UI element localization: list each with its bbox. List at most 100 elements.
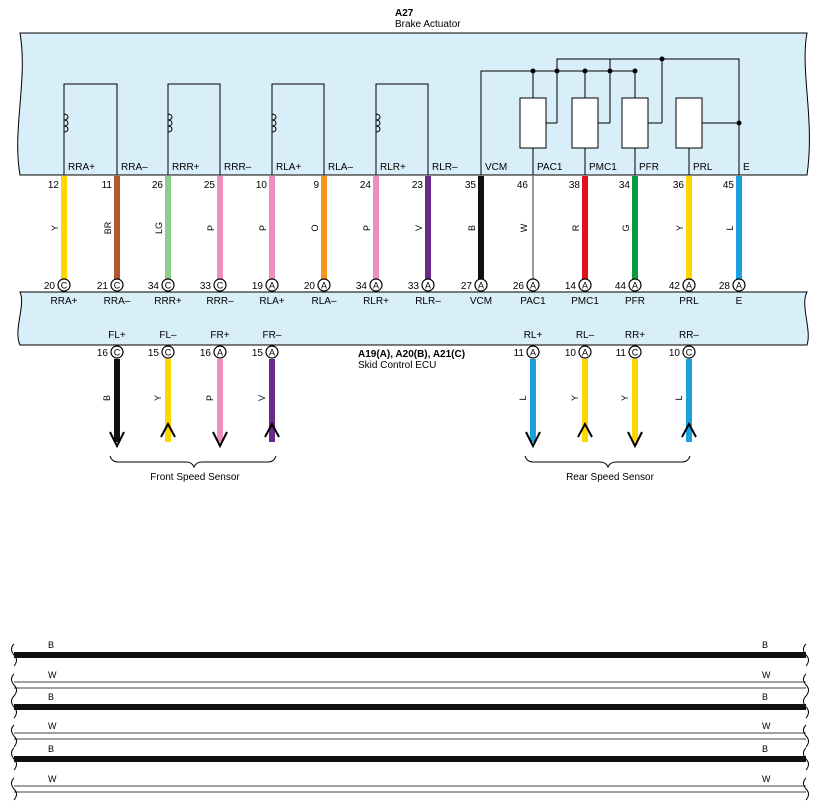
top-pin-number: 46 xyxy=(517,180,529,191)
connector-circle xyxy=(682,345,696,359)
connector-letter: A xyxy=(321,281,327,291)
connector-circle xyxy=(369,278,383,292)
ecu-terminal-label: PAC1 xyxy=(520,296,546,307)
connector-circle xyxy=(317,278,331,292)
connector-circle xyxy=(110,278,124,292)
ecu-terminal-label: RRA+ xyxy=(51,296,78,307)
wire-color-code: P xyxy=(205,395,215,401)
connector-letter: A xyxy=(530,281,536,291)
bundle-left-label: B xyxy=(48,744,54,754)
connector-circle xyxy=(265,278,279,292)
ecu-terminal-label: PFR xyxy=(625,296,645,307)
arrow-up xyxy=(681,421,697,438)
arrow-up xyxy=(160,421,176,438)
solenoid-circuits xyxy=(63,83,429,175)
top-terminal-label: E xyxy=(743,162,750,173)
connector-letter: C xyxy=(217,281,224,291)
skid-control-ecu-box xyxy=(17,291,809,346)
top-pin-number: 12 xyxy=(48,180,60,191)
top-terminal-label: RRA+ xyxy=(68,162,95,173)
bundle-left-label: W xyxy=(48,774,57,784)
connector-letter: C xyxy=(165,281,172,291)
arrow-up xyxy=(264,421,280,438)
connector-circle xyxy=(628,345,642,359)
sensor-pin-number: 11 xyxy=(616,348,627,359)
top-terminal-label: RRR+ xyxy=(172,162,200,173)
wire-color-code: Y xyxy=(620,395,630,401)
bundle-right-label: W xyxy=(762,774,771,784)
sensor-terminal-label: FR– xyxy=(263,330,282,341)
connector-circle xyxy=(161,278,175,292)
wire-color-code: V xyxy=(257,395,267,401)
top-pin-number: 36 xyxy=(673,180,685,191)
ecu-terminal-label: RRA– xyxy=(104,296,131,307)
wire-color-code: L xyxy=(674,395,684,400)
right-break xyxy=(803,777,809,801)
bottom-pin-number: 33 xyxy=(408,281,420,292)
actuator-name: Brake Actuator xyxy=(395,19,461,30)
bottom-pin-number: 20 xyxy=(44,281,56,292)
top-terminal-label: PMC1 xyxy=(589,162,617,173)
wire-color-code: BR xyxy=(103,221,113,234)
sensor-terminal-label: RR– xyxy=(679,330,699,341)
connector-circle xyxy=(161,345,175,359)
bundle-left-label: W xyxy=(48,670,57,680)
wire-color-code: LG xyxy=(154,222,164,234)
connector-circle xyxy=(732,278,746,292)
right-break xyxy=(803,724,809,748)
connector-letter: C xyxy=(632,348,639,358)
connector-circle xyxy=(578,278,592,292)
top-terminal-label: RLR– xyxy=(432,162,458,173)
connector-letter: A xyxy=(269,348,275,358)
wire-color-code: L xyxy=(725,225,735,230)
connector-circle xyxy=(213,345,227,359)
connector-letter: A xyxy=(269,281,275,291)
ecu-terminal-label: VCM xyxy=(470,296,492,307)
connector-letter: A xyxy=(736,281,742,291)
top-terminal-label: RRR– xyxy=(224,162,252,173)
wire-color-code: P xyxy=(206,225,216,231)
bundle-right-label: B xyxy=(762,744,768,754)
connector-letter: A xyxy=(373,281,379,291)
top-pin-number: 11 xyxy=(102,180,113,191)
connector-letter: A xyxy=(478,281,484,291)
bottom-pin-number: 19 xyxy=(252,281,264,292)
wire-color-code: P xyxy=(258,225,268,231)
bottom-pin-number: 14 xyxy=(565,281,577,292)
bottom-pin-number: 26 xyxy=(513,281,525,292)
wire-color-code: O xyxy=(310,224,320,231)
bundle-right-label: B xyxy=(762,640,768,650)
left-break xyxy=(11,777,17,801)
sensor-pin-number: 15 xyxy=(252,348,264,359)
connector-letter: A xyxy=(217,348,223,358)
wire-color-code: P xyxy=(362,225,372,231)
ecu-terminal-label: RRR+ xyxy=(154,296,182,307)
right-break xyxy=(803,673,809,697)
connector-letter: A xyxy=(582,348,588,358)
connector-circle xyxy=(682,278,696,292)
top-terminal-label: PAC1 xyxy=(537,162,563,173)
wire-color-code: V xyxy=(414,225,424,231)
bottom-pin-number: 34 xyxy=(356,281,368,292)
sensor-terminal-label: RR+ xyxy=(625,330,645,341)
front-speed-sensor-label: Front Speed Sensor xyxy=(150,472,240,483)
arrow-up xyxy=(577,421,593,438)
connector-letter: A xyxy=(686,281,692,291)
bottom-pin-number: 44 xyxy=(615,281,627,292)
sensor-terminal-label: FL+ xyxy=(108,330,126,341)
sensor-wire-7: RR+ 11 C Y xyxy=(616,330,645,449)
ecu-terminal-label: PMC1 xyxy=(571,296,599,307)
sensor-pin-number: 10 xyxy=(669,348,681,359)
